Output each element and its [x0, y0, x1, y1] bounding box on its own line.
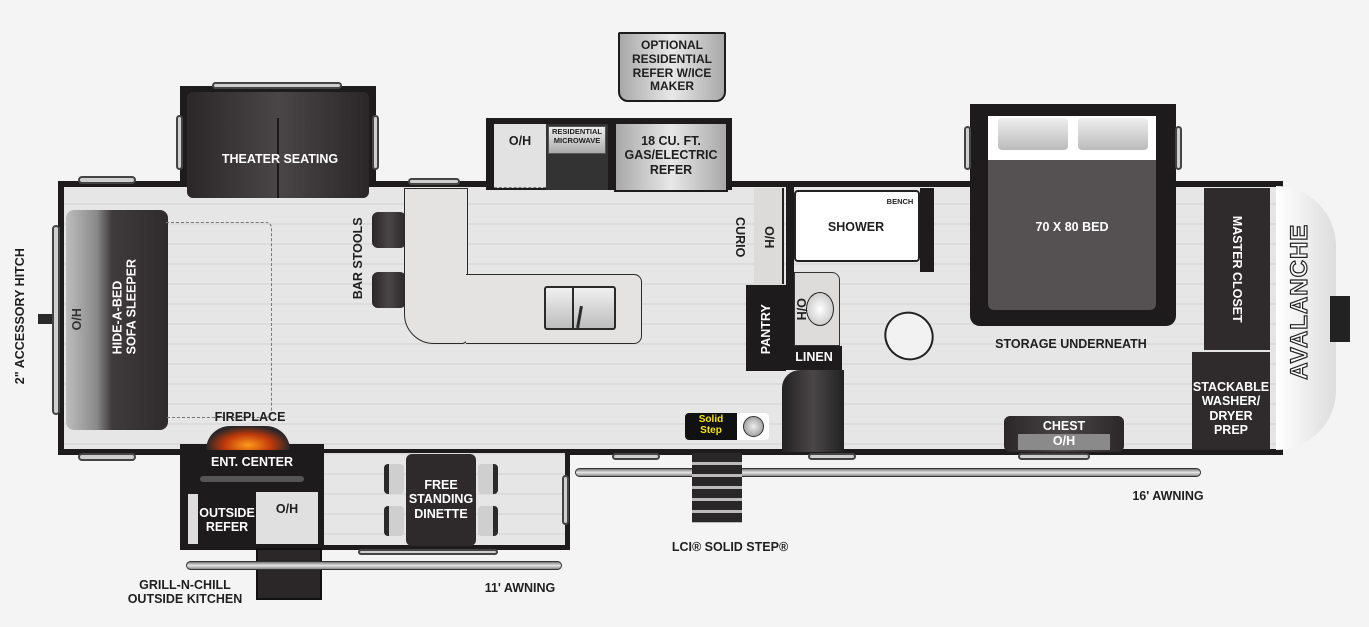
entry-steps: [692, 453, 742, 523]
window: [562, 475, 569, 525]
bed: [988, 160, 1156, 310]
outside-refer-label: OUTSIDE REFER: [199, 506, 255, 535]
seat-divider: [277, 118, 279, 198]
window: [1018, 453, 1090, 460]
tv-shelf: [200, 476, 304, 482]
brand-logo: AVALANCHE: [1286, 223, 1314, 380]
front-cap: [1276, 186, 1336, 450]
window: [176, 115, 183, 170]
microwave: [548, 126, 606, 154]
pillow: [998, 118, 1068, 150]
window: [358, 549, 498, 555]
window: [612, 453, 660, 460]
chair: [384, 464, 404, 494]
sink-divider: [572, 288, 574, 328]
rear-oh: [256, 492, 318, 544]
wall-bottom: [58, 449, 1283, 455]
vanity-oh-label: O/H: [794, 298, 809, 321]
pin-box: [1330, 296, 1350, 342]
washer-dryer: [1192, 352, 1270, 450]
window: [212, 82, 342, 89]
linen: [786, 346, 842, 370]
pantry: [746, 285, 786, 371]
storage-label: STORAGE UNDERNEATH: [995, 337, 1147, 351]
window: [808, 453, 856, 460]
chair: [384, 506, 404, 536]
theater-seating-label: THEATER SEATING: [221, 152, 339, 166]
washer-label: STACKABLE WASHER/ DRYER PREP: [1192, 380, 1270, 438]
curio-oh-label: O/H: [762, 226, 777, 249]
bar-stools-label: BAR STOOLS: [350, 217, 365, 300]
window: [78, 176, 136, 184]
pantry-label: PANTRY: [758, 304, 773, 355]
bath-wall: [786, 184, 794, 370]
sofa-label: HIDE-A-BED SOFA SLEEPER: [110, 258, 139, 355]
shower-wall: [920, 188, 934, 272]
master-closet-label: MASTER CLOSET: [1230, 215, 1245, 323]
awning-main: [575, 468, 1201, 477]
linen-label: LINEN: [795, 350, 833, 364]
bench-label: BENCH: [886, 197, 914, 206]
curio-label: CURIO: [733, 217, 748, 258]
curio-cabinet: [754, 188, 784, 284]
window: [1175, 126, 1182, 170]
sofa-bed-outline: [166, 222, 272, 418]
fireplace-label: FIREPLACE: [214, 410, 286, 424]
hitch-label: 2" ACCESSORY HITCH: [12, 248, 27, 385]
window: [78, 453, 136, 461]
rear-oh-label: O/H: [275, 502, 299, 516]
sofa-oh-label: O/H: [69, 308, 84, 331]
kitchen-island-vertical: [404, 188, 468, 344]
shower: [794, 190, 920, 262]
chair: [478, 506, 498, 536]
awning-main-label: 16' AWNING: [1132, 489, 1204, 503]
kitchen-oh: [494, 124, 546, 188]
master-closet: [1204, 188, 1270, 350]
window: [372, 115, 379, 170]
window-rear: [52, 225, 60, 415]
awning-rear-label: 11' AWNING: [484, 581, 556, 595]
awning-rear: [186, 561, 562, 570]
refer-label: 18 CU. FT. GAS/ELECTRIC REFER: [624, 134, 718, 177]
kitchen-oh-label: O/H: [508, 134, 532, 148]
dinette-label: FREE STANDING DINETTE: [408, 478, 474, 521]
pillow: [1078, 118, 1148, 150]
optional-refer: [618, 32, 726, 102]
vanity-sink: [806, 292, 834, 326]
shower-label: SHOWER: [827, 220, 885, 234]
refrigerator: [614, 122, 728, 192]
ent-center-label: ENT. CENTER: [211, 455, 293, 469]
fireplace: [206, 426, 290, 450]
solid-step-label: LCI® SOLID STEP®: [671, 540, 789, 554]
wall-rear: [58, 181, 64, 455]
grill-label: GRILL-N-CHILL OUTSIDE KITCHEN: [127, 578, 243, 607]
hitch-pin: [38, 314, 52, 324]
solid-step-badge-text: Solid Step: [698, 414, 724, 436]
lci-logo-icon: [743, 416, 764, 437]
chest-oh: [1018, 434, 1110, 450]
outside-refer-shelf: [188, 494, 198, 544]
chest-oh-label: O/H: [1052, 434, 1076, 448]
bar-stool: [372, 272, 406, 308]
chest-label: CHEST: [1042, 419, 1086, 433]
bar-stool: [372, 212, 406, 248]
microwave-label: RESIDENTIAL MICROWAVE: [551, 127, 602, 145]
grill: [256, 548, 322, 600]
bed-label: 70 X 80 BED: [1035, 220, 1109, 234]
dinette-table: [406, 454, 476, 546]
optional-refer-label: OPTIONAL RESIDENTIAL REFER W/ICE MAKER: [631, 38, 712, 94]
window: [408, 178, 460, 185]
window: [964, 126, 971, 170]
chair: [478, 464, 498, 494]
solid-step-badge: [685, 413, 737, 440]
wall-lower: [324, 545, 570, 550]
sofa-sleeper: [66, 210, 168, 430]
entry-door: [782, 370, 844, 452]
